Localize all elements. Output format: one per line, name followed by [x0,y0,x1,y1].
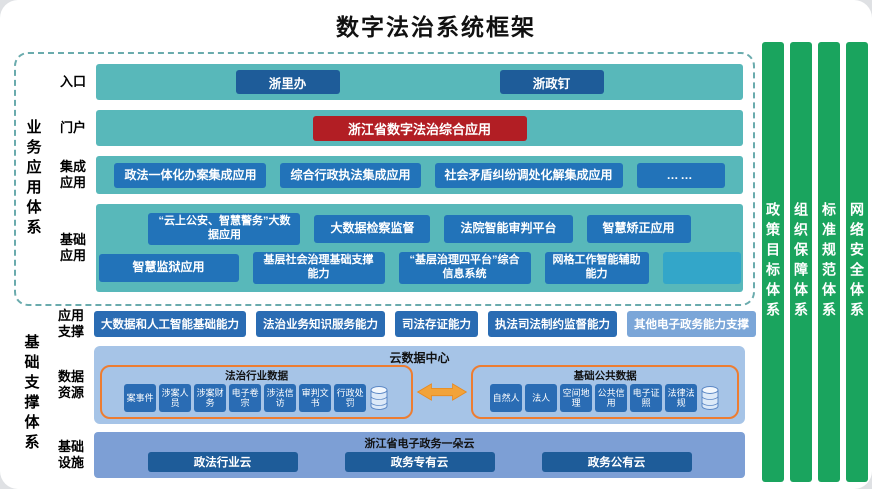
pillar-policy-goal-label: 政策目标体系 [765,202,781,322]
pillar-network-security-label: 网络安全体系 [849,202,865,322]
pillar-standard-specification: 标准规范体系 [818,42,840,482]
industry-data-title: 法治行业数据 [225,370,289,382]
node-comprehensive-application: 浙江省数字法治综合应用 [312,115,527,141]
business-rows: 入口 浙里办 浙政钉 门户 浙江省数字法治综合应用 集成应用 政法一体化办案集成… [50,54,753,304]
node-legal-knowledge-service: 法治业务知识服务能力 [256,311,385,337]
node-political-law-cloud: 政法行业云 [147,451,298,472]
chip-electronic-files: 电子卷宗 [229,384,262,412]
basic-row-label: 基础应用 [59,232,86,263]
chip-case-event: 案事件 [124,384,157,412]
integrated-bar: 政法一体化办案集成应用 综合行政执法集成应用 社会矛盾纠纷调处化解集成应用 …… [96,156,743,194]
pillar-network-security: 网络安全体系 [846,42,868,482]
integrated-row-label: 集成应用 [59,159,86,190]
pillar-standard-specification-label: 标准规范体系 [821,202,837,322]
cloud-data-center: 云数据中心 法治行业数据 案事件 涉案人员 涉案财务 电子卷宗 涉法信访 审判文… [94,346,745,424]
cloud-data-center-body: 法治行业数据 案事件 涉案人员 涉案财务 电子卷宗 涉法信访 审判文书 行政处罚 [100,365,739,419]
node-smart-prison: 智慧监狱应用 [98,253,239,282]
egov-cloud-bar: 浙江省电子政务一朵云 政法行业云 政务专有云 政务公有云 [94,432,745,478]
data-resource-label: 数据资源 [57,369,84,400]
node-basic-placeholder [662,251,741,284]
node-gov-private-cloud: 政务专有云 [344,451,495,472]
chip-legal-petitions: 涉法信访 [264,384,297,412]
database-icon [370,386,388,410]
chip-spatial-geography: 空间地理 [560,384,593,412]
node-cloud-police-bigdata: “云上公安、智慧警务”大数据应用 [148,212,301,245]
public-data-title: 基础公共数据 [573,370,637,382]
node-gov-public-cloud: 政务公有云 [541,451,692,472]
chip-administrative-penalty: 行政处罚 [334,384,367,412]
foundation-label-column: 基础支撑体系 [14,310,48,478]
chip-judgment-documents: 审判文书 [299,384,332,412]
basic-row-1: “云上公安、智慧警务”大数据应用 大数据检察监督 法院智能审判平台 智慧矫正应用 [104,212,735,245]
egov-cloud-title: 浙江省电子政务一朵云 [364,438,475,450]
portal-bar: 浙江省数字法治综合应用 [96,110,743,146]
infrastructure-label: 基础设施 [57,439,84,470]
public-data-group: 基础公共数据 自然人 法人 空间地理 公共信用 电子证照 法律法规 [471,365,739,419]
cloud-data-center-title: 云数据中心 [389,351,450,365]
entry-row-label: 入口 [59,74,86,90]
chip-natural-person: 自然人 [490,384,523,412]
integrated-apps-row: 集成应用 政法一体化办案集成应用 综合行政执法集成应用 社会矛盾纠纷调处化解集成… [50,156,743,194]
node-zhezhengding: 浙政钉 [499,70,604,94]
node-four-platform-info-system: “基层治理四平台”综合信息系统 [398,251,531,284]
business-application-section: 业务应用体系 入口 浙里办 浙政钉 门户 浙江省数字法治综合应用 集成应用 政法… [14,52,755,306]
node-bigdata-procuratorial: 大数据检察监督 [314,214,431,243]
chip-public-credit: 公共信用 [595,384,628,412]
pillar-organization-guarantee: 组织保障体系 [790,42,812,482]
node-integrated-law-enforcement: 综合行政执法集成应用 [280,162,421,188]
node-grid-work-assist: 网格工作智能辅助能力 [544,251,649,284]
basic-apps-row: 基础应用 “云上公安、智慧警务”大数据应用 大数据检察监督 法院智能审判平台 智… [50,204,743,292]
node-integrated-dispute-resolution: 社会矛盾纠纷调处化解集成应用 [434,162,623,188]
chip-involved-property: 涉案财务 [194,384,227,412]
chip-legal-person: 法人 [525,384,558,412]
chip-electronic-license: 电子证照 [630,384,663,412]
entry-row: 入口 浙里办 浙政钉 [50,64,743,100]
data-resource-row: 数据资源 云数据中心 法治行业数据 案事件 涉案人员 涉案财务 电子卷宗 涉法信… [48,346,745,424]
foundation-support-section: 基础支撑体系 应用支撑 大数据和人工智能基础能力 法治业务知识服务能力 司法存证… [14,308,756,478]
portal-row: 门户 浙江省数字法治综合应用 [50,110,743,146]
industry-data-group: 法治行业数据 案事件 涉案人员 涉案财务 电子卷宗 涉法信访 审判文书 行政处罚 [100,365,414,419]
app-support-row: 应用支撑 大数据和人工智能基础能力 法治业务知识服务能力 司法存证能力 执法司法… [48,308,756,339]
app-support-bar: 大数据和人工智能基础能力 法治业务知识服务能力 司法存证能力 执法司法制约监督能… [94,310,756,338]
entry-bar: 浙里办 浙政钉 [96,64,743,100]
node-smart-court-trial: 法院智能审判平台 [444,214,573,243]
diagram-title: 数字法治系统框架 [336,14,536,40]
chip-laws-regulations: 法律法规 [665,384,698,412]
chip-involved-persons: 涉案人员 [159,384,192,412]
basic-bar: “云上公安、智慧警务”大数据应用 大数据检察监督 法院智能审判平台 智慧矫正应用… [96,204,743,292]
basic-row-2: 智慧监狱应用 基层社会治理基础支撑能力 “基层治理四平台”综合信息系统 网格工作… [98,251,741,284]
data-exchange-arrow [417,383,468,401]
node-other-egov-support: 其他电子政务能力支撑 [627,311,756,337]
business-label-column: 业务应用体系 [16,54,50,304]
infrastructure-row: 基础设施 浙江省电子政务一朵云 政法行业云 政务专有云 政务公有云 [48,432,745,478]
node-bigdata-ai-capability: 大数据和人工智能基础能力 [94,311,246,337]
node-grassroots-governance-support: 基层社会治理基础支撑能力 [252,251,385,284]
pillar-policy-goal: 政策目标体系 [762,42,784,482]
node-zheliban: 浙里办 [235,70,340,94]
pillar-organization-guarantee-label: 组织保障体系 [793,202,809,322]
portal-row-label: 门户 [59,120,86,136]
egov-cloud-buttons: 政法行业云 政务专有云 政务公有云 [100,450,739,473]
node-supervision-capability: 执法司法制约监督能力 [488,311,617,337]
business-section-label: 业务应用体系 [24,119,42,239]
node-integrated-more: …… [636,162,725,188]
public-data-chips: 自然人 法人 空间地理 公共信用 电子证照 法律法规 [478,383,732,413]
industry-data-chips: 案事件 涉案人员 涉案财务 电子卷宗 涉法信访 审判文书 行政处罚 [107,383,406,413]
database-icon [701,386,719,410]
foundation-section-label: 基础支撑体系 [22,334,40,454]
node-smart-correction: 智慧矫正应用 [586,214,691,243]
data-exchange-arrow-wrap [415,365,469,419]
node-judicial-evidence: 司法存证能力 [395,311,478,337]
app-support-label: 应用支撑 [57,308,84,339]
foundation-rows: 应用支撑 大数据和人工智能基础能力 法治业务知识服务能力 司法存证能力 执法司法… [48,308,756,478]
node-integrated-case-handling: 政法一体化办案集成应用 [114,162,267,188]
pillar-group: 政策目标体系 组织保障体系 标准规范体系 网络安全体系 [762,42,868,482]
